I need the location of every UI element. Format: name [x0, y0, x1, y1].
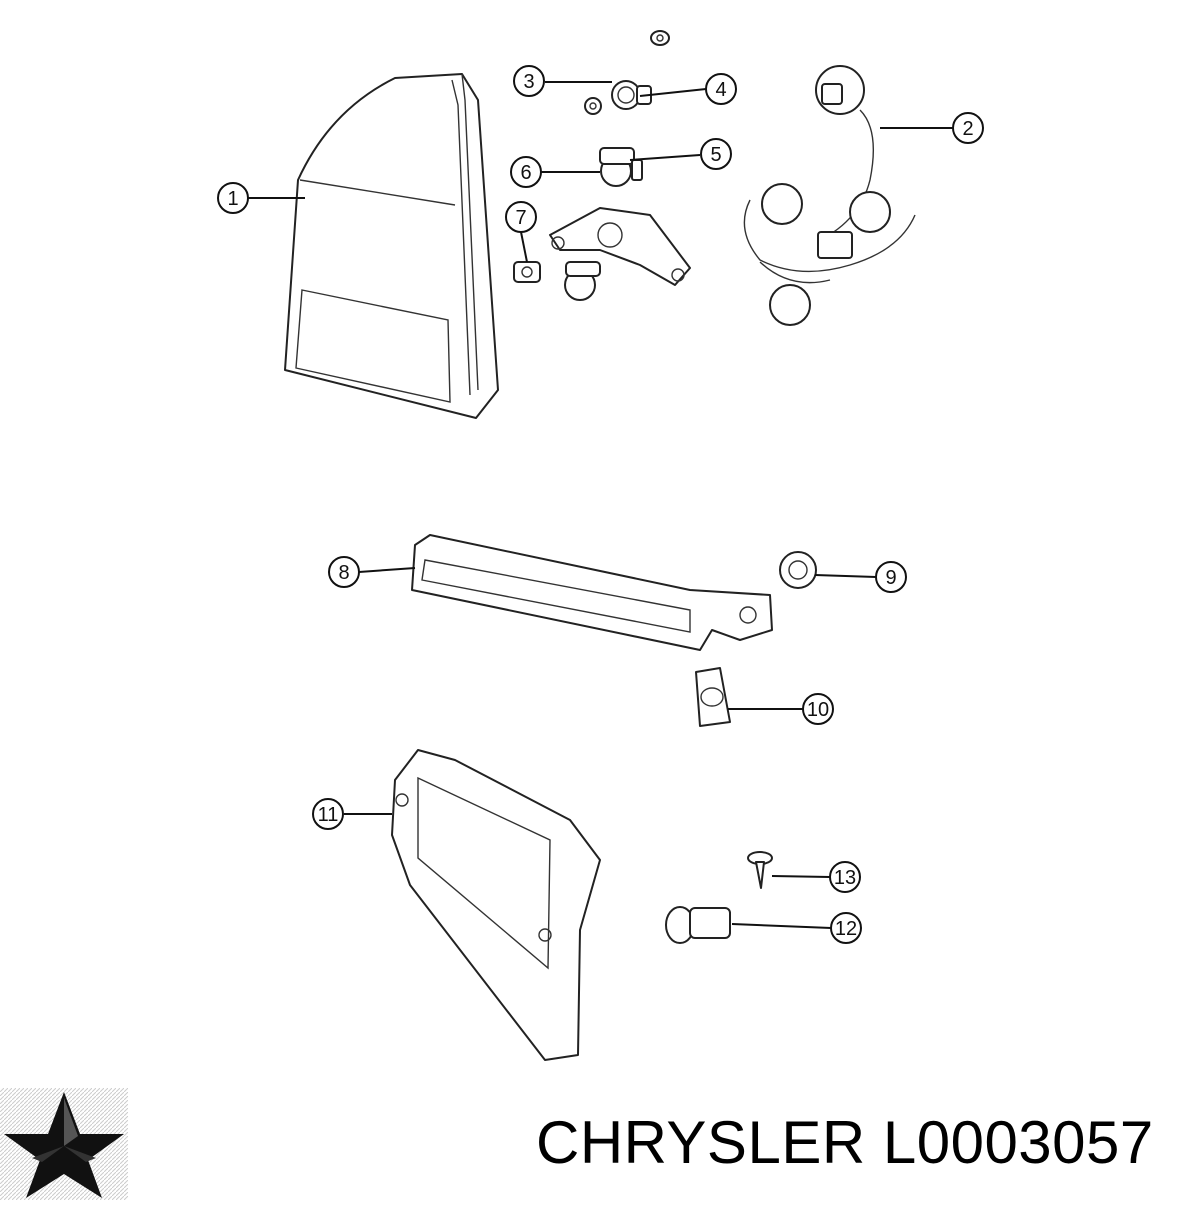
callout-label: 8 — [338, 562, 349, 584]
callout-label: 3 — [523, 71, 534, 93]
wiring-harness-part-2 — [743, 65, 916, 326]
callout-11: 11 — [312, 798, 344, 830]
callout-label: 6 — [520, 162, 531, 184]
high-mount-stop-lamp-part-8 — [411, 534, 773, 651]
clip-part-10 — [695, 667, 731, 727]
callout-5: 5 — [700, 138, 732, 170]
bulb-part-12 — [665, 906, 731, 944]
tail-lamp-part — [284, 73, 499, 419]
callout-label: 9 — [885, 567, 896, 589]
callout-label: 4 — [715, 79, 726, 101]
bulb-with-socket — [564, 261, 601, 301]
callout-label: 12 — [835, 918, 857, 940]
callout-label: 1 — [227, 188, 238, 210]
callout-3: 3 — [513, 65, 545, 97]
part-caption: CHRYSLER L0003057 — [536, 1109, 1154, 1176]
callout-4: 4 — [705, 73, 737, 105]
callout-10: 10 — [802, 693, 834, 725]
callout-2: 2 — [952, 112, 984, 144]
callout-label: 5 — [710, 144, 721, 166]
lamp-bracket — [549, 207, 691, 286]
callout-6: 6 — [510, 156, 542, 188]
small-bulb-part-7 — [513, 261, 541, 283]
callout-label: 7 — [515, 207, 526, 229]
callout-13: 13 — [829, 861, 861, 893]
callout-label: 13 — [834, 867, 856, 889]
chrysler-pentastar-icon — [0, 1088, 128, 1200]
callout-label: 10 — [807, 699, 829, 721]
leader-lines — [248, 81, 953, 929]
license-lamp-part-11 — [391, 749, 601, 1061]
nut-part-3 — [584, 97, 602, 115]
bulb-part-6 — [599, 147, 643, 187]
grommet-part-9 — [779, 551, 817, 589]
callout-8: 8 — [328, 556, 360, 588]
callout-9: 9 — [875, 561, 907, 593]
callout-1: 1 — [217, 182, 249, 214]
callout-label: 11 — [318, 804, 339, 826]
callout-12: 12 — [830, 912, 862, 944]
callout-label: 2 — [962, 118, 973, 140]
screw-part-13 — [747, 851, 773, 889]
callout-7: 7 — [505, 201, 537, 233]
washer-small — [650, 30, 670, 46]
